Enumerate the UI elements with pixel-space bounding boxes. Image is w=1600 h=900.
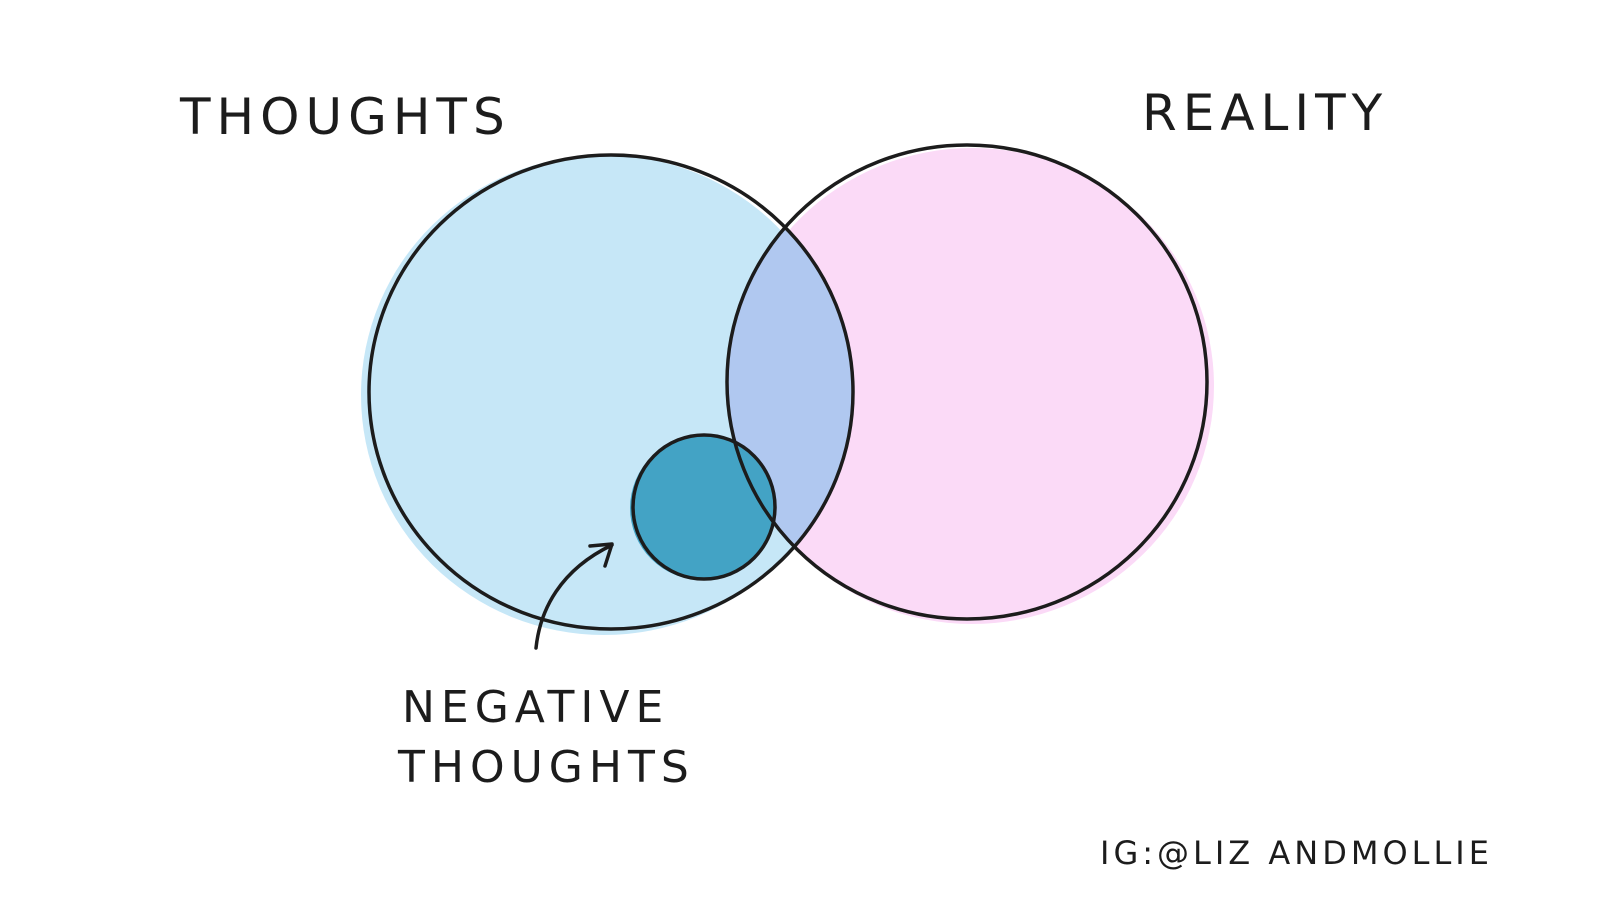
- negative-thoughts-label-line1: NEGATIVE: [402, 682, 669, 733]
- arrowhead-icon: [588, 542, 614, 568]
- thoughts-circle-outline: [367, 153, 855, 631]
- negative-thoughts-circle-fill: [630, 436, 774, 580]
- credit-label: IG:@LIZ ANDMOLLIE: [1100, 834, 1493, 872]
- negative-thoughts-circle-outline: [631, 433, 777, 581]
- reality-label: REALITY: [1142, 84, 1388, 142]
- arrow-icon: [534, 543, 614, 650]
- negative-thoughts-label-line2: THOUGHTS: [397, 742, 695, 793]
- reality-circle-fill: [730, 148, 1214, 624]
- reality-circle-outline: [725, 143, 1209, 621]
- thoughts-label: THOUGHTS: [179, 88, 511, 146]
